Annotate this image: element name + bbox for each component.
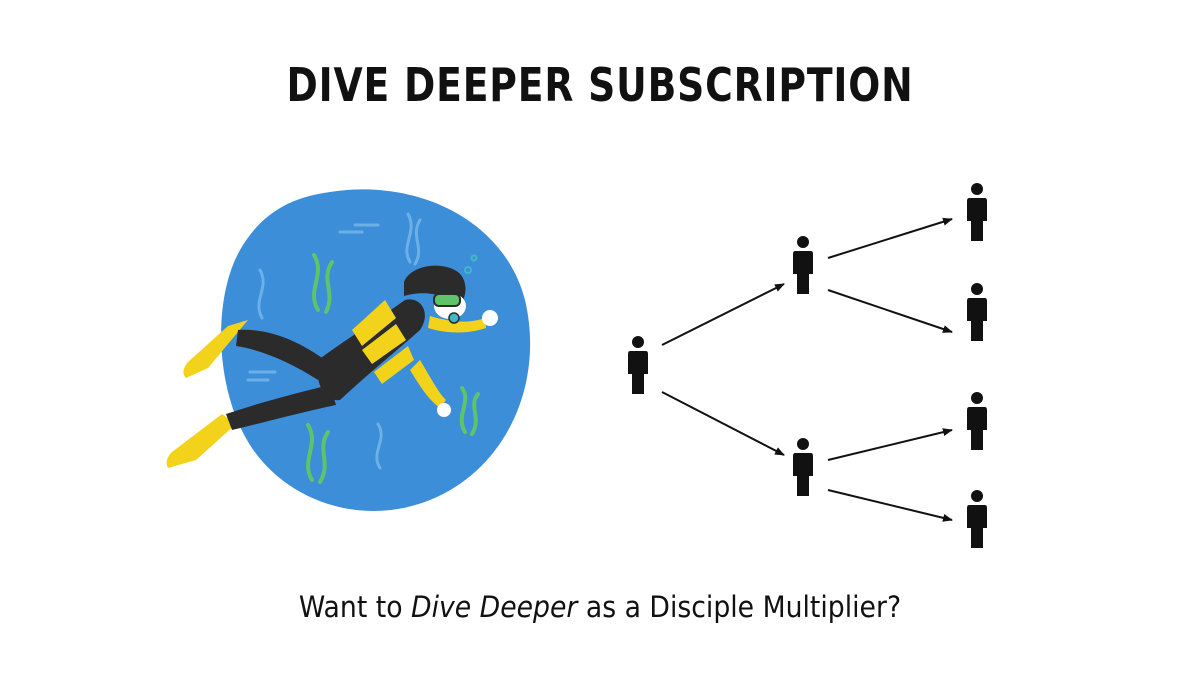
diver-arm xyxy=(410,360,446,408)
faint-seaweed xyxy=(246,212,422,470)
multiplication-tree-diagram xyxy=(628,183,987,548)
diver-leg-upper xyxy=(236,329,325,380)
diver-leg-lower xyxy=(226,385,336,430)
person-root xyxy=(628,336,648,394)
arrow-bottom-to-3 xyxy=(827,428,953,461)
arrow-bottom-to-4 xyxy=(827,489,953,522)
arrow-top-to-2 xyxy=(827,289,953,333)
diver-mask xyxy=(433,293,461,307)
arrow-root-to-top xyxy=(661,283,785,346)
diver-hand-right xyxy=(482,310,498,326)
arrow-root-to-bottom xyxy=(661,391,785,456)
bubbles xyxy=(464,254,478,274)
caption-prefix: Want to xyxy=(298,590,412,624)
diver-arm-raised xyxy=(428,316,486,333)
caption-suffix: as a Disciple Multiplier? xyxy=(577,590,902,624)
person-level2-4 xyxy=(967,490,987,548)
person-level1-bottom xyxy=(793,438,813,496)
diver-hand-left xyxy=(437,403,451,417)
diver-harness xyxy=(352,300,414,384)
diver-fin-upper xyxy=(183,320,248,378)
arrow-top-to-1 xyxy=(827,217,953,259)
caption-emphasis: Dive Deeper xyxy=(411,590,578,624)
page-title: DIVE DEEPER SUBSCRIPTION xyxy=(286,58,914,112)
person-level2-1 xyxy=(967,183,987,241)
person-level1-top xyxy=(793,236,813,294)
diver-fin-lower xyxy=(166,414,236,468)
diver-regulator xyxy=(448,312,460,324)
seaweed-plants xyxy=(306,253,480,484)
person-level2-2 xyxy=(967,283,987,341)
scuba-diver-illustration xyxy=(166,189,531,512)
person-level2-3 xyxy=(967,392,987,450)
caption: Want to Dive Deeper as a Disciple Multip… xyxy=(48,590,1152,624)
